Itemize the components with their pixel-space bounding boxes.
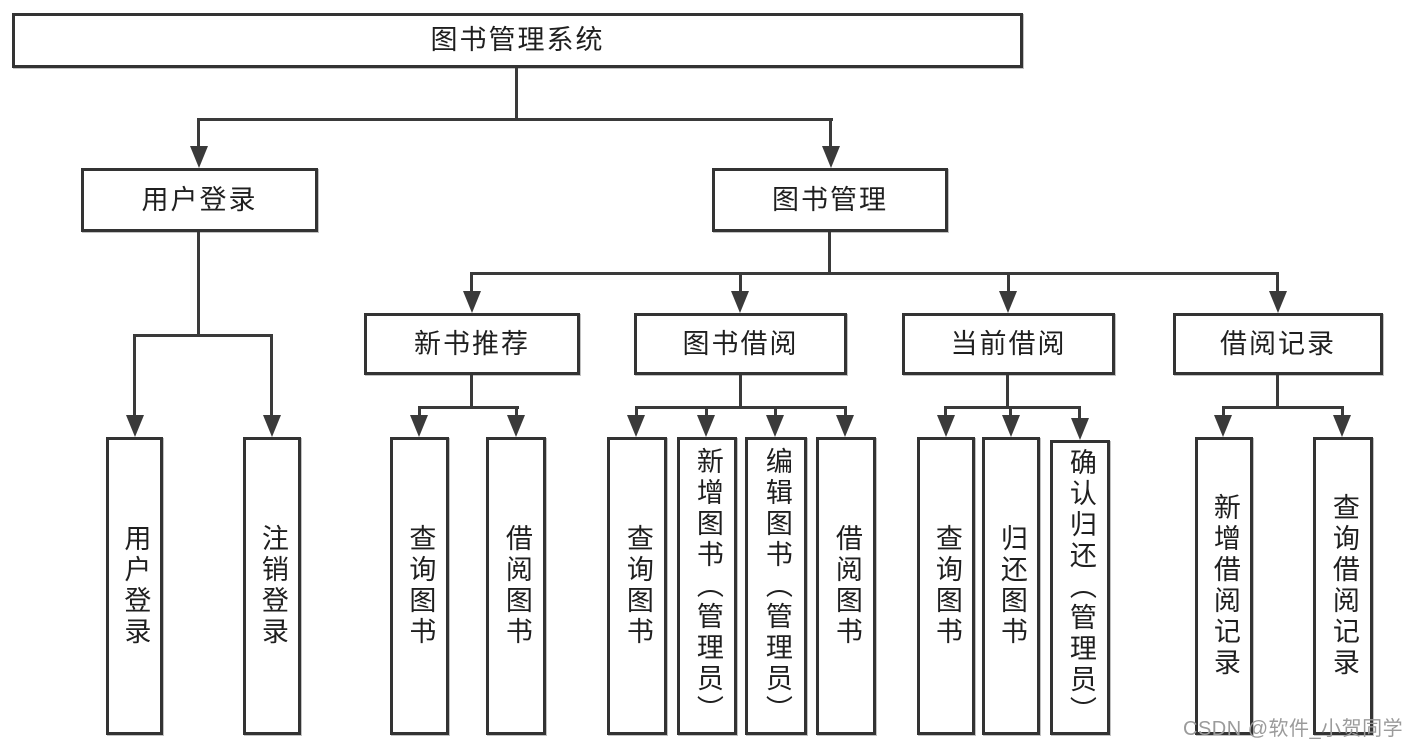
connector-drop-edit-books (774, 406, 777, 418)
connector-book-borrowing-stem (739, 375, 742, 408)
connector-book-management-rail (470, 272, 1279, 275)
arrowhead-down-icon (1269, 291, 1287, 313)
arrowhead-down-icon (822, 146, 840, 168)
leaf-add-borrow-record: 新增借阅记录 (1195, 437, 1253, 735)
connector-user-login-rail (133, 334, 273, 337)
node-label: 查询图书 (622, 524, 653, 648)
csdn-watermark: CSDN @软件_小贺同学 (1183, 718, 1404, 740)
leaf-add-books-admin: 新增图书（管理员） (677, 437, 737, 735)
node-label: 查询借阅记录 (1328, 493, 1359, 679)
arrowhead-down-icon (836, 415, 854, 437)
connector-new-book-recommend-stem (470, 375, 473, 408)
leaf-query-books-2: 查询图书 (607, 437, 667, 735)
connector-drop-leaf-user-login (133, 334, 136, 418)
leaf-return-books: 归还图书 (982, 437, 1040, 735)
node-label: 归还图书 (996, 524, 1027, 648)
node-book-management-system: 图书管理系统 (12, 13, 1023, 68)
leaf-borrow-books-2: 借阅图书 (816, 437, 876, 735)
connector-drop-add-books (705, 406, 708, 418)
connector-drop-new-book-recommend (470, 272, 473, 293)
connector-drop-leaf-logout (270, 334, 273, 418)
arrowhead-down-icon (1214, 415, 1232, 437)
connector-drop-borrow-books-2 (844, 406, 847, 418)
node-label: 新书推荐 (414, 328, 530, 359)
connector-drop-confirm-return (1078, 406, 1081, 421)
node-label: 当前借阅 (950, 328, 1067, 359)
arrowhead-down-icon (190, 146, 208, 168)
node-label: 查询图书 (931, 524, 962, 648)
arrowhead-down-icon (1002, 415, 1020, 437)
leaf-user-login: 用户登录 (106, 437, 163, 735)
arrowhead-down-icon (1333, 415, 1351, 437)
connector-drop-current-borrowing (1007, 272, 1010, 293)
arrowhead-down-icon (507, 415, 525, 437)
arrowhead-down-icon (731, 291, 749, 313)
arrowhead-down-icon (999, 291, 1017, 313)
leaf-confirm-return-admin: 确认归还（管理员） (1050, 440, 1110, 735)
node-new-book-recommend: 新书推荐 (364, 313, 580, 375)
node-book-management: 图书管理 (712, 168, 948, 232)
node-label: 用户登录 (141, 184, 258, 215)
connector-drop-book-management (829, 118, 832, 150)
connector-drop-user-login (197, 118, 200, 150)
connector-current-borrowing-stem (1006, 375, 1009, 408)
leaf-logout: 注销登录 (243, 437, 301, 735)
node-book-borrowing: 图书借阅 (634, 313, 847, 375)
connector-drop-book-borrowing (739, 272, 742, 293)
node-label: 注销登录 (257, 524, 288, 648)
node-label: 图书管理 (772, 184, 888, 215)
arrowhead-down-icon (126, 415, 144, 437)
connector-book-borrowing-rail (635, 406, 847, 409)
connector-root-stem (515, 68, 518, 120)
connector-drop-query-books-3 (944, 406, 947, 418)
arrowhead-down-icon (697, 415, 715, 437)
leaf-query-books-1: 查询图书 (390, 437, 449, 735)
node-label: 查询图书 (405, 524, 436, 648)
arrowhead-down-icon (263, 415, 281, 437)
connector-root-rail (197, 118, 833, 121)
node-user-login: 用户登录 (81, 168, 318, 232)
connector-new-book-recommend-rail (418, 406, 519, 409)
arrowhead-down-icon (463, 291, 481, 313)
connector-drop-query-books-2 (635, 406, 638, 418)
connector-current-borrowing-rail (944, 406, 1081, 409)
arrowhead-down-icon (410, 415, 428, 437)
connector-drop-query-books-1 (418, 406, 421, 418)
node-label: 用户登录 (120, 524, 151, 648)
node-label: 借阅图书 (501, 524, 532, 648)
node-label: 新增借阅记录 (1209, 493, 1240, 679)
leaf-query-borrow-record: 查询借阅记录 (1313, 437, 1373, 735)
connector-user-login-stem (197, 232, 200, 337)
arrowhead-down-icon (937, 415, 955, 437)
arrowhead-down-icon (627, 415, 645, 437)
connector-borrowing-records-rail (1222, 406, 1344, 409)
node-label: 借阅记录 (1220, 328, 1336, 359)
leaf-borrow-books-1: 借阅图书 (486, 437, 546, 735)
connector-drop-borrowing-records (1276, 272, 1279, 293)
connector-drop-return-books (1009, 406, 1012, 418)
node-label: 编辑图书（管理员） (761, 446, 792, 726)
node-label: 图书管理系统 (430, 25, 605, 55)
connector-borrowing-records-stem (1276, 375, 1279, 408)
node-label: 图书借阅 (682, 328, 799, 359)
node-label: 新增图书（管理员） (692, 446, 723, 726)
connector-drop-query-record (1341, 406, 1344, 418)
arrowhead-down-icon (1071, 418, 1089, 440)
leaf-edit-books-admin: 编辑图书（管理员） (745, 437, 807, 735)
arrowhead-down-icon (766, 415, 784, 437)
connector-drop-add-record (1222, 406, 1225, 418)
connector-book-management-stem (828, 232, 831, 274)
node-label: 借阅图书 (831, 524, 862, 648)
connector-drop-borrow-books-1 (515, 406, 518, 418)
node-borrowing-records: 借阅记录 (1173, 313, 1383, 375)
node-current-borrowing: 当前借阅 (902, 313, 1115, 375)
node-label: 确认归还（管理员） (1065, 448, 1096, 727)
leaf-query-books-3: 查询图书 (917, 437, 975, 735)
